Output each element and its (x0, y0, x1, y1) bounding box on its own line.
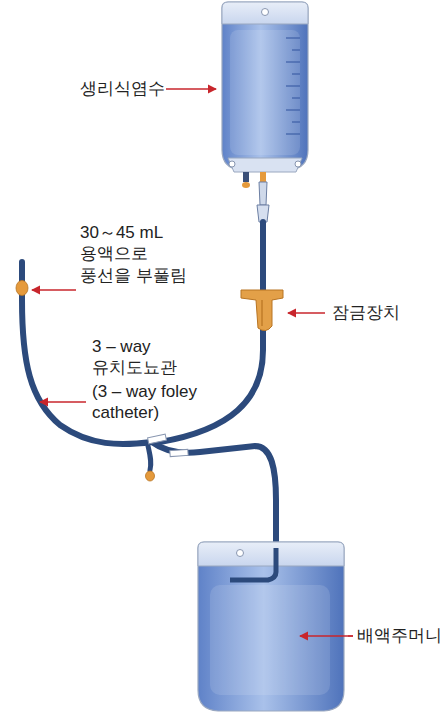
graduation-mark (292, 73, 300, 74)
saline-bag (222, 2, 308, 188)
graduation-mark (292, 97, 300, 98)
part-label: 3 – way 유치도뇨관 (92, 336, 212, 379)
graduation-mark (292, 49, 300, 50)
graduation-mark (286, 37, 300, 38)
part-label: 배액주머니 (357, 625, 443, 646)
foley-catheter (16, 262, 276, 548)
part-label: 잠금장치 (332, 302, 432, 323)
clamp (241, 290, 283, 331)
graduation-mark (286, 133, 300, 134)
graduation-mark (286, 85, 300, 86)
graduation-mark (286, 109, 300, 110)
infusion-line (160, 182, 269, 442)
leader-lines (32, 89, 353, 636)
part-label: 생리식염수 (80, 78, 170, 99)
graduation-mark (286, 61, 300, 62)
drainage-bag (198, 542, 344, 711)
part-label: (3 – way foley catheter) (92, 381, 217, 424)
part-label: 30～45 mL 용액으로 풍선을 부풀림 (80, 222, 192, 286)
graduation-mark (292, 121, 300, 122)
